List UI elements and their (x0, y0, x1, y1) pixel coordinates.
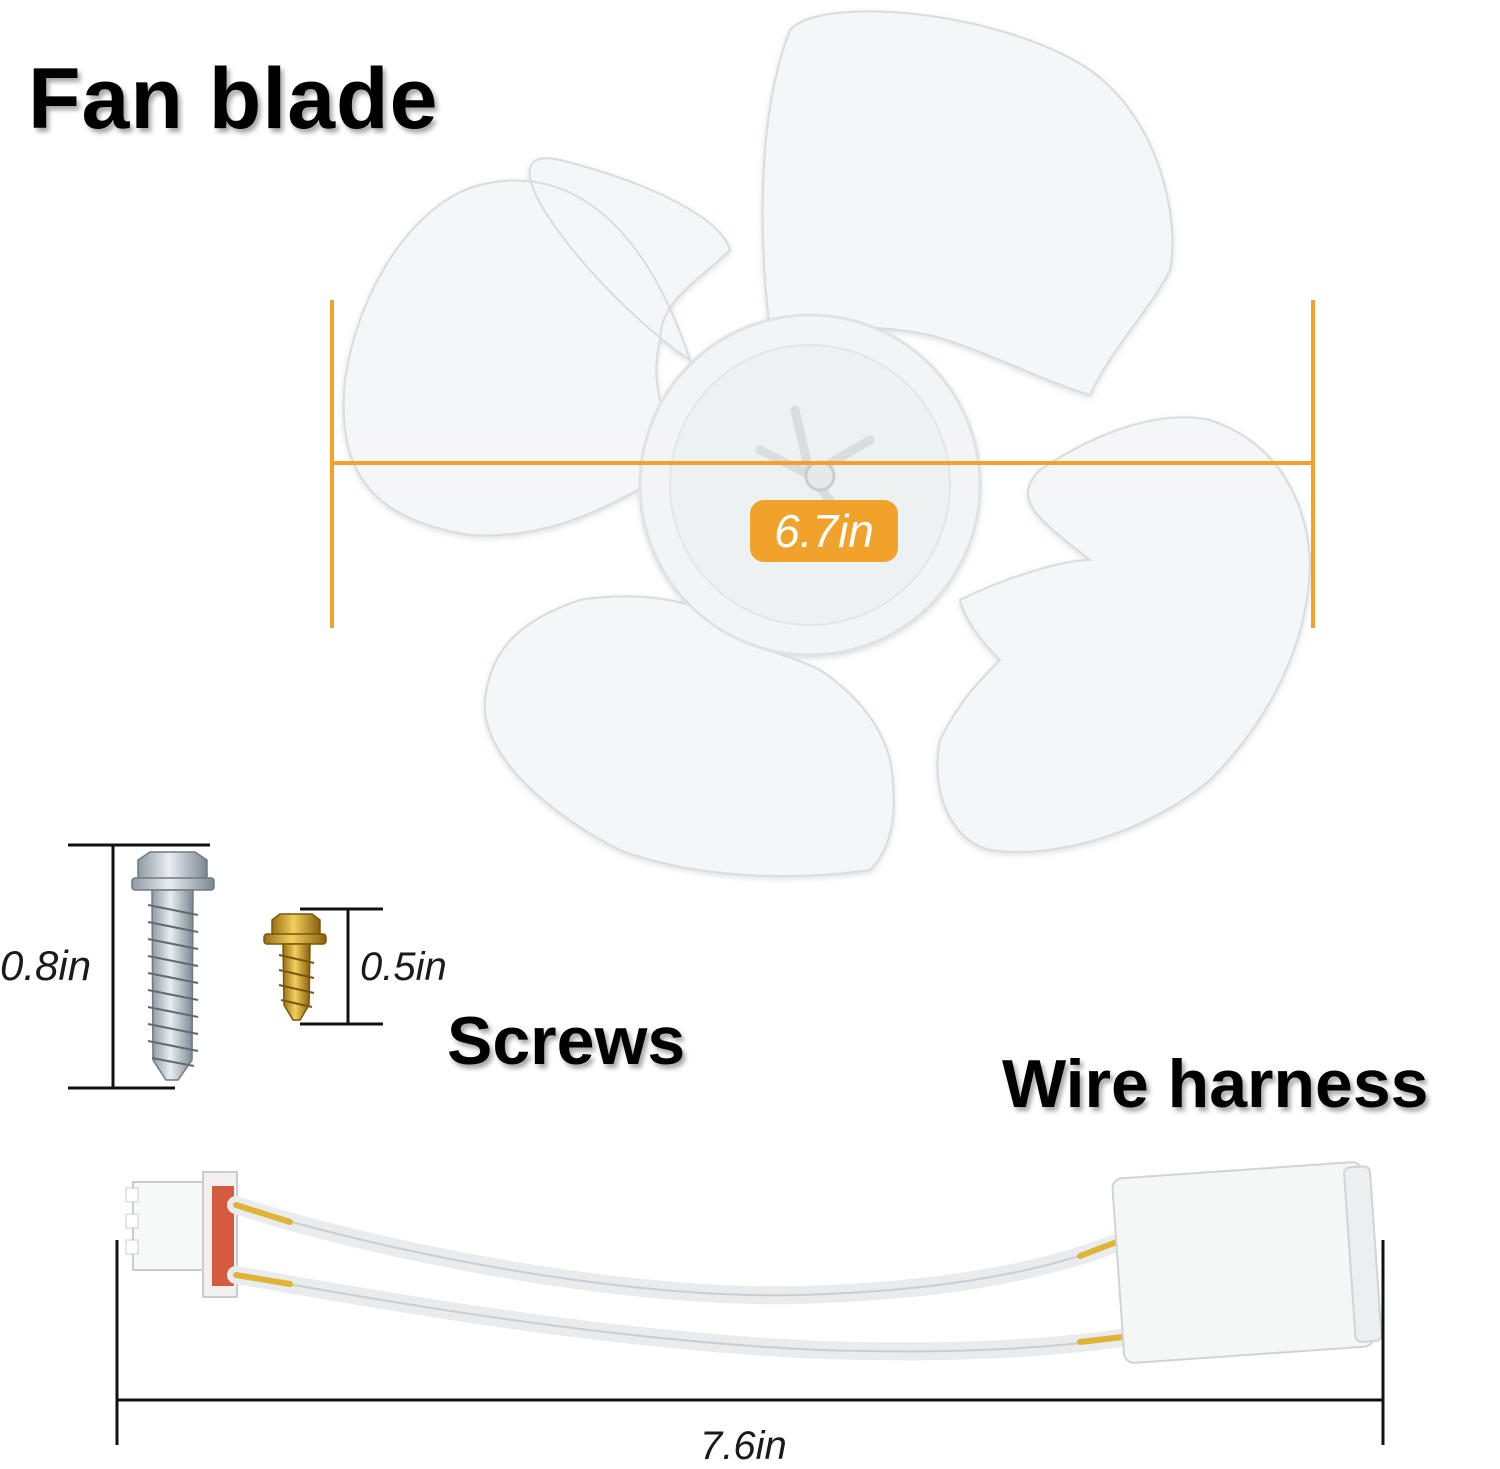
fan-blade-bottom (483, 595, 895, 877)
fan-width-badge-bg (750, 500, 898, 562)
fan-blade-title: Fan blade (28, 51, 439, 147)
short-screw-length-label: 0.5in (360, 945, 447, 989)
fan-blade-image (342, 10, 1312, 877)
fan-blade-diameter-label: 6.7in (774, 505, 874, 557)
fan-shaft-hole (804, 460, 836, 492)
short-screw-image (263, 913, 327, 1021)
wire-harness-length-label: 7.6in (700, 1424, 787, 1468)
wire-harness-image (125, 1161, 1383, 1364)
fan-width-dimension (330, 300, 1315, 628)
fan-blade-right (936, 416, 1312, 853)
long-screw-dimension (68, 843, 210, 1090)
fan-blade-top (761, 10, 1174, 397)
harness-left-connector (125, 1171, 238, 1298)
wire-harness-dimension (115, 1240, 1385, 1445)
short-screw-dimension (300, 907, 383, 1026)
wire-harness-title: Wire harness (1002, 1046, 1429, 1122)
harness-right-connector (1111, 1161, 1383, 1364)
long-screw-length-label: 0.8in (0, 942, 92, 989)
harness-wires (227, 1196, 1149, 1361)
long-screw-image (131, 851, 215, 1081)
screws-title: Screws (447, 1003, 686, 1079)
